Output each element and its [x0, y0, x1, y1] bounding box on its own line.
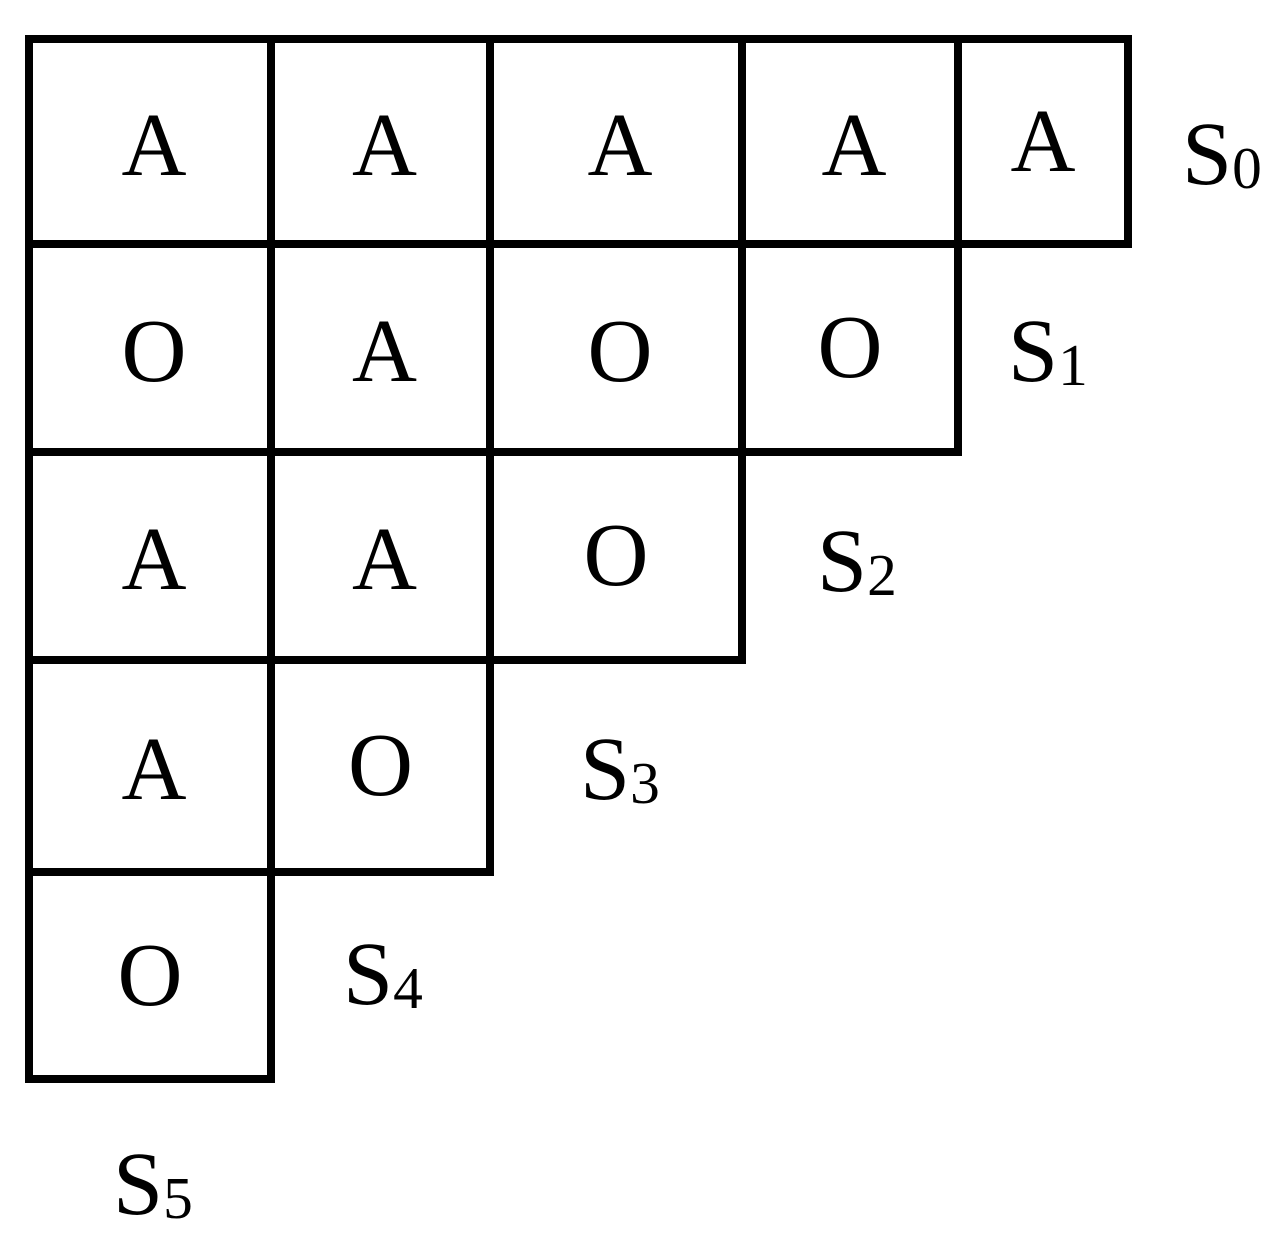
cell-r0c4: A [954, 35, 1132, 248]
row-label-s2: S2 [817, 512, 897, 611]
cell-r4c0: O [25, 868, 275, 1083]
cell-letter: O [587, 302, 653, 401]
cell-r0c2: A [486, 35, 746, 248]
row-label-s4: S4 [343, 925, 423, 1024]
cell-r2c0: A [25, 448, 275, 664]
cell-r1c3: O [738, 240, 962, 456]
cell-letter: A [352, 302, 417, 401]
cell-letter: A [352, 95, 417, 195]
row-label-s5: S5 [113, 1135, 193, 1234]
cell-letter: A [352, 510, 417, 609]
cell-letter: A [121, 510, 187, 609]
row-label-s3: S3 [580, 720, 660, 819]
cell-r3c1: O [267, 656, 494, 876]
row-label-s1: S1 [1008, 302, 1088, 401]
cell-r0c1: A [267, 35, 494, 248]
cell-letter: A [121, 95, 187, 195]
cell-r2c2: O [486, 448, 746, 664]
cell-letter: O [348, 716, 413, 815]
cell-letter: A [587, 95, 653, 195]
cell-r0c0: A [25, 35, 275, 248]
cell-letter: O [583, 506, 649, 605]
cell-r0c3: A [738, 35, 962, 248]
cell-letter: O [817, 298, 883, 397]
cell-letter: A [121, 720, 187, 819]
cell-letter: A [1010, 91, 1076, 191]
row-label-s0: S0 [1182, 105, 1262, 204]
cell-r1c2: O [486, 240, 746, 456]
cell-r2c1: A [267, 448, 494, 664]
cell-letter: O [121, 302, 187, 401]
cell-letter: O [117, 925, 183, 1025]
cell-r1c0: O [25, 240, 275, 456]
cell-r1c1: A [267, 240, 494, 456]
cell-letter: A [821, 95, 887, 195]
cell-r3c0: A [25, 656, 275, 876]
